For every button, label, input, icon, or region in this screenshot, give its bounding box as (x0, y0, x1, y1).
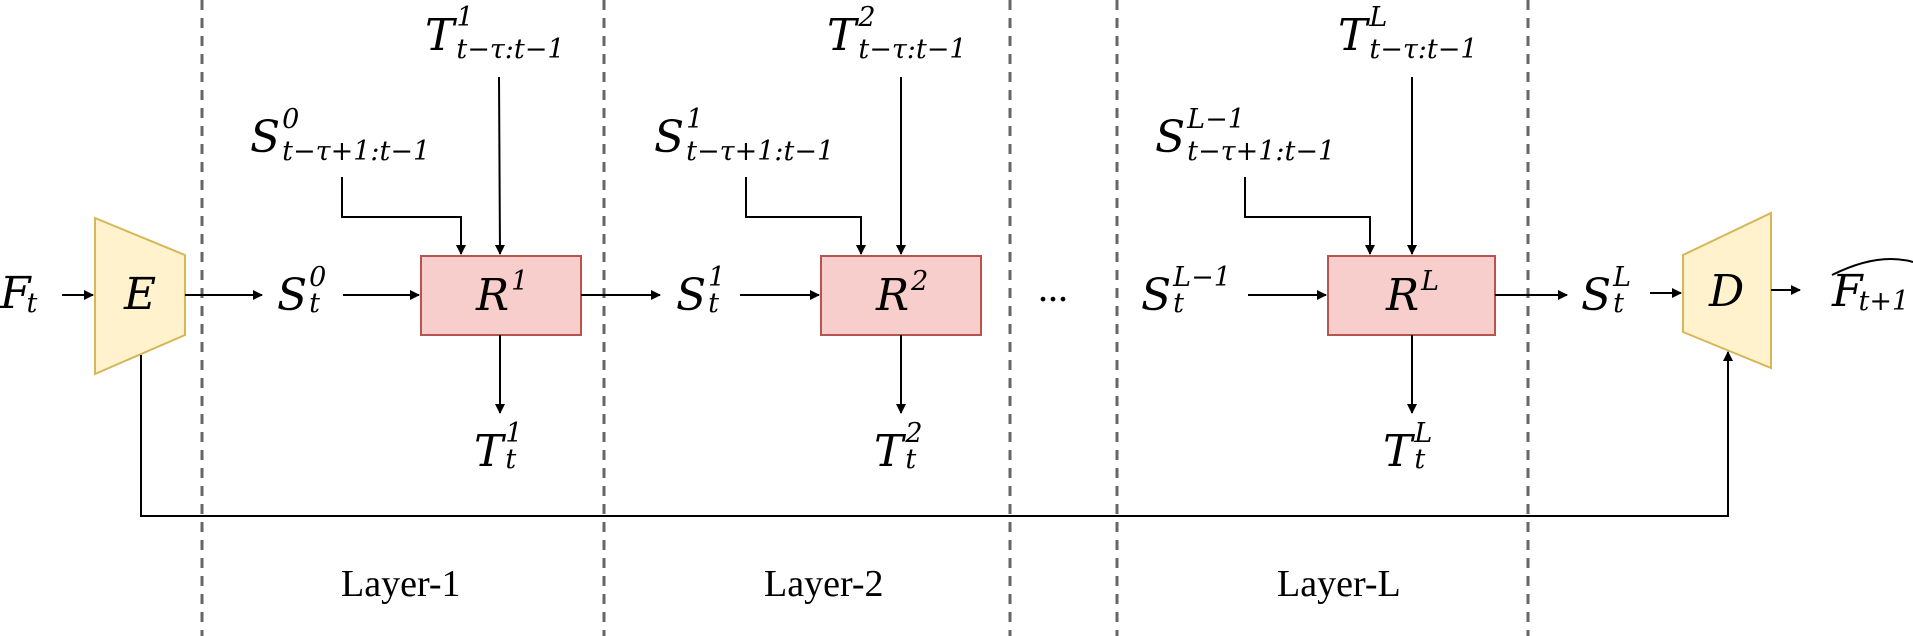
block-sup: 1 (511, 266, 529, 297)
block-sup: 2 (911, 266, 929, 297)
block-sup: L (1421, 266, 1440, 297)
temp-hist-1: T 1 t−τ:t−1 (425, 4, 565, 63)
state-hist-sup: L−1 (1187, 104, 1245, 135)
encoder-label: E (124, 269, 157, 320)
skip-connection (140, 351, 1733, 517)
arrow (341, 177, 466, 255)
temp-hist-base: T (425, 10, 455, 61)
final-state-base: S (1581, 270, 1612, 321)
temp-out-2: T 2 t (874, 420, 923, 474)
block-r2 (820, 255, 982, 336)
state-hist-sup: 0 (282, 104, 300, 135)
state-hist-base: S (1155, 112, 1186, 163)
temp-out-sub: t (905, 444, 917, 475)
temp-hist-sub: t−τ:t−1 (1369, 34, 1478, 65)
ellipsis: ... (1038, 265, 1068, 310)
block-rl (1327, 255, 1496, 336)
input-base: F (0, 268, 31, 319)
layer-label-l: Layer-L (1277, 563, 1401, 605)
state-in-base: S (277, 270, 308, 321)
block-base: R (876, 270, 910, 321)
temp-hist-sub: t−τ:t−1 (456, 34, 565, 65)
block-base: R (1386, 270, 1420, 321)
encoder-shape (94, 216, 186, 376)
temp-out-1: T 1 t (474, 420, 523, 474)
arrows (62, 76, 1801, 517)
state-in-base: S (676, 270, 707, 321)
temp-out-l: T L t (1383, 420, 1432, 474)
temp-hist-sup: 1 (456, 2, 474, 33)
state-hist-sup: 1 (686, 104, 704, 135)
temp-hist-base: T (1338, 10, 1368, 61)
layer-label-1: Layer-1 (341, 563, 461, 605)
state-hist-1: S 0 t−τ+1:t−1 (250, 106, 430, 165)
decoder-label: D (1709, 266, 1745, 317)
temp-out-base: T (1383, 426, 1413, 477)
state-hist-base: S (250, 112, 281, 163)
state-hist-sub: t−τ+1:t−1 (282, 136, 431, 167)
block-label-2: R 2 (876, 268, 928, 318)
temp-out-sup: L (1414, 418, 1433, 449)
input-sub: t (26, 288, 38, 319)
output-hat (1831, 257, 1913, 276)
state-in-base: S (1141, 270, 1172, 321)
output-base: F (1832, 266, 1863, 317)
state-in-2: S 1 t (676, 264, 725, 318)
temp-out-sub: t (505, 444, 517, 475)
final-state: S L t (1581, 264, 1631, 318)
temp-hist-sup: 2 (858, 2, 876, 33)
temp-out-sup: 1 (505, 418, 523, 449)
state-in-sub: t (1173, 288, 1185, 319)
block-label-1: R 1 (476, 268, 528, 318)
state-in-sub: t (708, 288, 720, 319)
temp-hist-l: T L t−τ:t−1 (1338, 4, 1478, 63)
state-hist-l: S L−1 t−τ+1:t−1 (1155, 106, 1335, 165)
state-hist-sub: t−τ+1:t−1 (686, 136, 835, 167)
block-base: R (476, 270, 510, 321)
temp-out-sub: t (1414, 444, 1426, 475)
arrow (1244, 177, 1375, 255)
temp-out-base: T (874, 426, 904, 477)
temp-hist-sup: L (1369, 2, 1388, 33)
temp-out-sup: 2 (905, 418, 923, 449)
block-label-l: R L (1386, 268, 1439, 318)
temp-out-base: T (474, 426, 504, 477)
state-in-sub: t (309, 288, 321, 319)
state-in-sup: L−1 (1173, 262, 1231, 293)
output-sub: t+1 (1858, 286, 1910, 317)
layer-dividers (200, 0, 1530, 636)
final-state-sup: L (1613, 262, 1632, 293)
state-in-sup: 1 (708, 262, 726, 293)
state-in-sup: 0 (309, 262, 327, 293)
state-in-1: S 0 t (277, 264, 326, 318)
decoder-shape (1682, 211, 1772, 370)
temp-hist-base: T (827, 10, 857, 61)
state-in-l: S L−1 t (1141, 264, 1231, 318)
final-state-sub: t (1613, 288, 1625, 319)
temp-hist-2: T 2 t−τ:t−1 (827, 4, 967, 63)
arrow (494, 76, 505, 255)
state-hist-sub: t−τ+1:t−1 (1187, 136, 1336, 167)
arrow (745, 177, 866, 255)
state-hist-base: S (654, 112, 685, 163)
temp-hist-sub: t−τ:t−1 (858, 34, 967, 65)
state-hist-2: S 1 t−τ+1:t−1 (654, 106, 834, 165)
layer-label-2: Layer-2 (764, 563, 884, 605)
